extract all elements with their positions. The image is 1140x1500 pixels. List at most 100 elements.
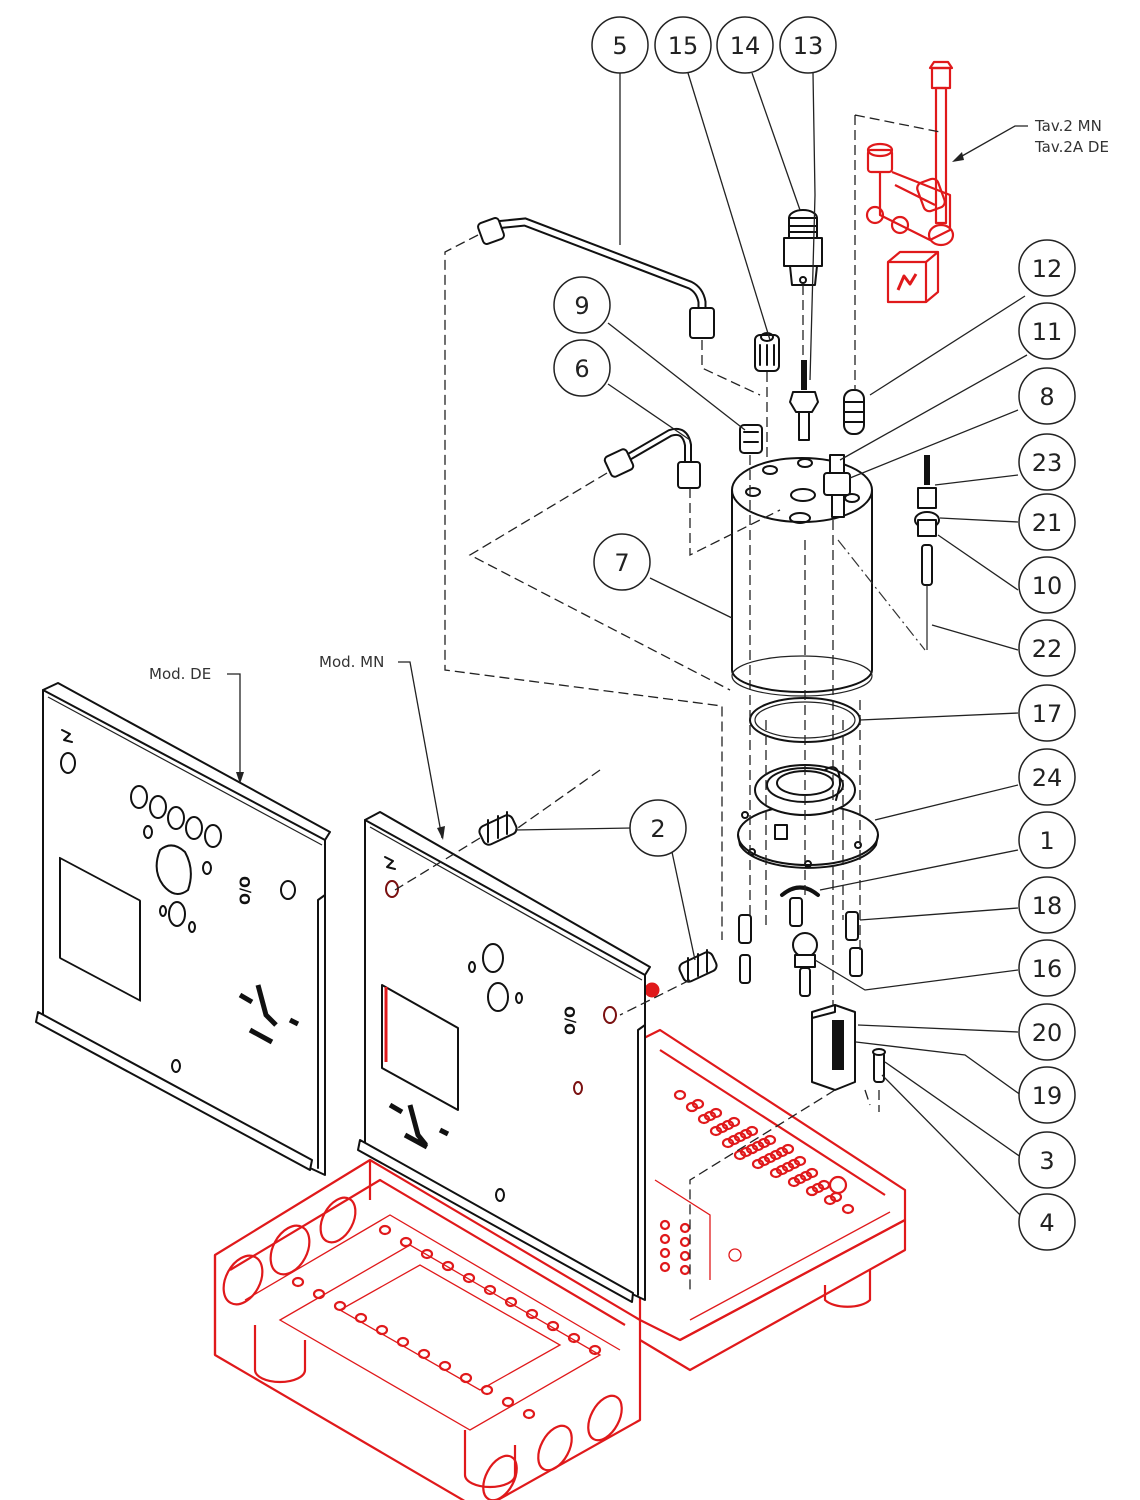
- callout-circle: [1018, 367, 1076, 425]
- callout-circle: [1018, 433, 1076, 491]
- callout-circle: [654, 16, 712, 74]
- callout-number: 9: [574, 292, 589, 320]
- svg-text:O/O: O/O: [563, 1006, 579, 1035]
- base-hole-rows: [291, 1224, 602, 1420]
- part-14-valve: [783, 209, 823, 286]
- base-front-holes: [222, 1196, 623, 1500]
- callout-1: 1: [1018, 811, 1076, 869]
- callout-7: 7: [593, 533, 651, 591]
- callout-circle: [593, 533, 651, 591]
- callout-number: 12: [1032, 255, 1063, 283]
- callout-number: 17: [1032, 700, 1063, 728]
- callout-10: 10: [1018, 556, 1076, 614]
- tray-hole: [823, 1194, 837, 1206]
- base-hole: [480, 1384, 494, 1396]
- heating-element-24: [737, 764, 879, 869]
- callout-number: 21: [1032, 509, 1063, 537]
- callout-circle: [716, 16, 774, 74]
- callout-11: 11: [1018, 302, 1076, 360]
- callout-circle: [629, 799, 687, 857]
- pipe-6: [603, 427, 701, 489]
- callout-12: 12: [1018, 239, 1076, 297]
- callout-circle: [1018, 493, 1076, 551]
- tray-hole: [721, 1137, 735, 1149]
- tray-hole: [697, 1113, 711, 1125]
- callout-circle: [1018, 1193, 1076, 1251]
- tray-hole: [659, 1247, 671, 1259]
- callout-20: 20: [1018, 1003, 1076, 1061]
- pipe-5: [477, 217, 715, 339]
- base-hole: [504, 1296, 518, 1308]
- tray-hole: [679, 1236, 691, 1248]
- base-hole: [525, 1308, 539, 1320]
- fitting-lower: [678, 949, 718, 983]
- callout-number: 1: [1039, 827, 1054, 855]
- base-feet: [253, 1270, 872, 1489]
- callout-number: 23: [1032, 449, 1063, 477]
- part-1-clip: [780, 885, 820, 897]
- reference-label-line1: Tav.2 MN: [1034, 117, 1102, 135]
- callout-circle: [1018, 239, 1076, 297]
- tray-hole: [679, 1264, 691, 1276]
- callout-circle: [1018, 748, 1076, 806]
- right-tray-holes: [659, 1089, 855, 1276]
- base-hole: [399, 1236, 413, 1248]
- part-23-21-10-22-probe: [914, 455, 940, 650]
- tray-hole: [679, 1250, 691, 1262]
- part-19-3-4-screw: [872, 1048, 886, 1083]
- tray-hole: [751, 1158, 765, 1170]
- callout-number: 10: [1032, 572, 1063, 600]
- model-mn-leader: [398, 661, 443, 839]
- callout-21: 21: [1018, 493, 1076, 551]
- callout-3: 3: [1018, 1131, 1076, 1189]
- callout-circle: [1018, 1066, 1076, 1124]
- callout-leaders: [514, 72, 1028, 1221]
- callout-circle: [779, 16, 837, 74]
- reference-label-line2: Tav.2A DE: [1034, 138, 1109, 156]
- base-hole: [501, 1396, 515, 1408]
- part-8-valve: [823, 454, 851, 518]
- model-mn-label: Mod. MN: [319, 653, 384, 671]
- callout-circle: [553, 276, 611, 334]
- valve-assembly-reference: [865, 60, 955, 304]
- part-12-cap: [843, 389, 865, 435]
- callout-8: 8: [1018, 367, 1076, 425]
- callout-circle: [591, 16, 649, 74]
- model-de-label: Mod. DE: [149, 665, 211, 683]
- tray-hole: [679, 1222, 691, 1234]
- base-hole: [375, 1324, 389, 1336]
- model-de-leader: [227, 673, 241, 780]
- callout-number: 8: [1039, 383, 1054, 411]
- callout-number: 18: [1032, 892, 1063, 920]
- callout-circle: [553, 339, 611, 397]
- base-hole: [420, 1248, 434, 1260]
- base-hole: [312, 1288, 326, 1300]
- callout-circle: [1018, 876, 1076, 934]
- part-16-thermostat: [792, 932, 818, 997]
- base-hole: [459, 1372, 473, 1384]
- base-hole: [354, 1312, 368, 1324]
- callout-number: 7: [614, 549, 629, 577]
- callout-number: 19: [1032, 1082, 1063, 1110]
- callout-number: 11: [1032, 318, 1063, 346]
- base-hole: [291, 1276, 305, 1288]
- tray-hole: [805, 1185, 819, 1197]
- callout-15: 15: [654, 16, 712, 74]
- callout-circle: [1018, 1003, 1076, 1061]
- part-13-probe: [789, 360, 819, 441]
- tray-hole: [673, 1089, 687, 1101]
- callout-circle: [1018, 302, 1076, 360]
- callout-24: 24: [1018, 748, 1076, 806]
- callout-number: 2: [650, 815, 665, 843]
- callout-17: 17: [1018, 684, 1076, 742]
- part-18-bolts: [738, 897, 863, 984]
- callout-18: 18: [1018, 876, 1076, 934]
- base-hole: [462, 1272, 476, 1284]
- base-hole: [588, 1344, 602, 1356]
- base-hole: [438, 1360, 452, 1372]
- tray-hole: [659, 1233, 671, 1245]
- base-hole: [522, 1408, 536, 1420]
- front-panel-mod-de: O/O: [35, 682, 331, 1176]
- callout-number: 3: [1039, 1147, 1054, 1175]
